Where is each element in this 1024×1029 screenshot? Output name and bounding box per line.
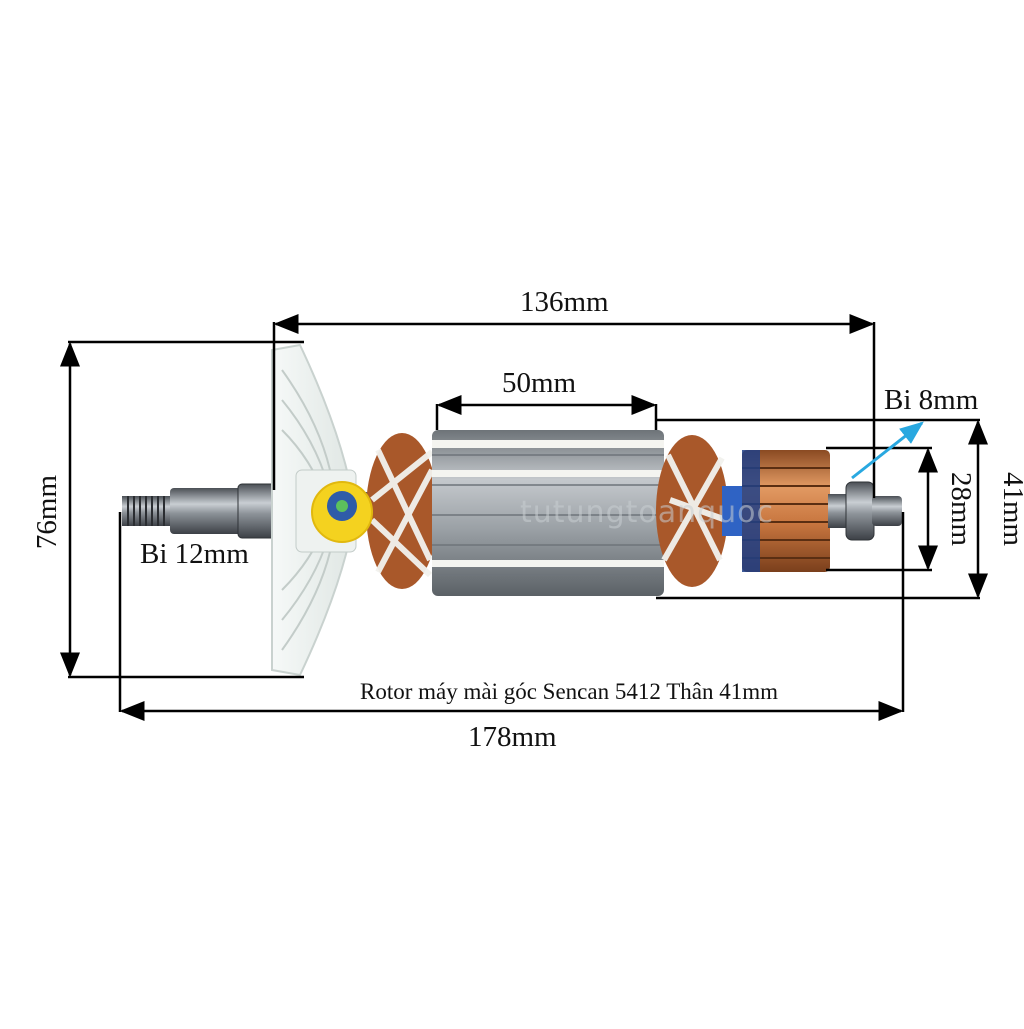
label-core-length: 50mm — [502, 367, 577, 399]
insulation-ring — [722, 486, 744, 536]
label-overall-length: 178mm — [468, 721, 557, 753]
commutator — [742, 450, 830, 572]
label-right-bearing: Bi 8mm — [884, 384, 979, 416]
armature-core — [432, 430, 664, 596]
bearing-pointer-arrow — [851, 421, 924, 480]
left-winding — [366, 433, 438, 589]
threaded-shaft-end — [122, 496, 170, 526]
right-winding — [656, 435, 728, 587]
label-fan-diameter: 76mm — [31, 475, 63, 550]
dimension-lines — [60, 314, 988, 721]
right-shaft-tip — [872, 496, 902, 526]
label-left-bearing: Bi 12mm — [140, 538, 249, 570]
right-bearing-seat — [845, 481, 875, 541]
label-armature-span: 136mm — [520, 286, 609, 318]
label-body-diameter: 41mm — [997, 472, 1024, 547]
product-caption: Rotor máy mài góc Sencan 5412 Thân 41mm — [360, 679, 778, 704]
label-commutator-diameter: 28mm — [945, 472, 977, 547]
shop-logo — [311, 481, 373, 543]
watermark-text: tutungtoanquoc — [520, 495, 774, 530]
shaft — [170, 488, 242, 534]
